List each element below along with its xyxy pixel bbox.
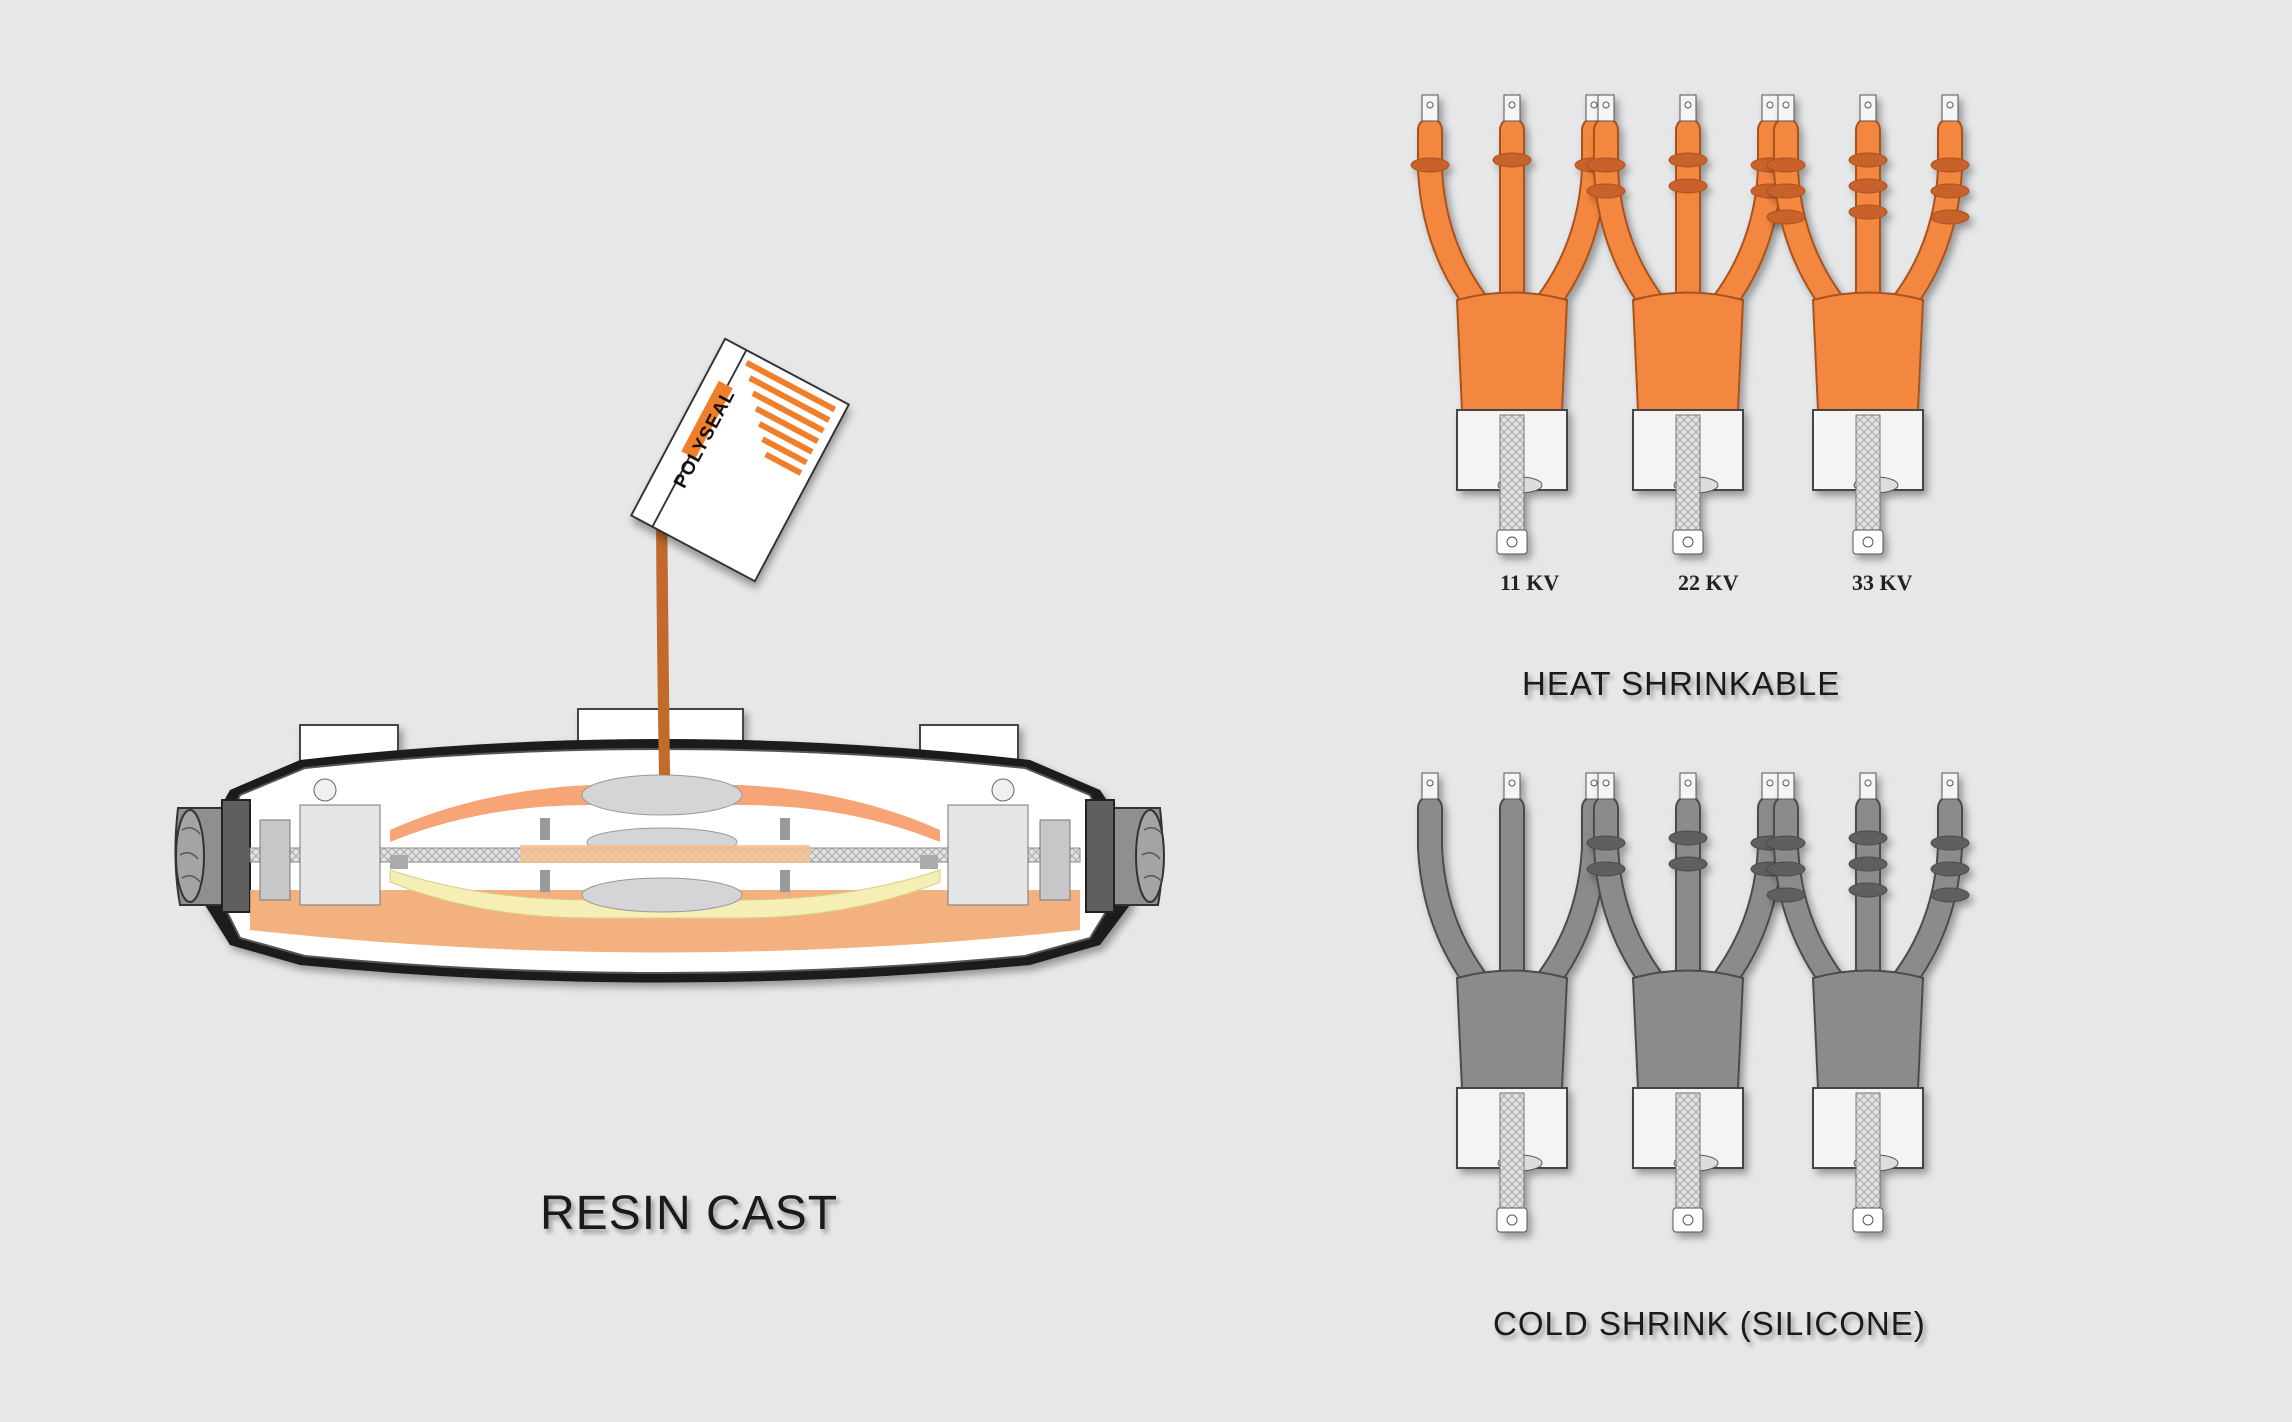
heat-shrink-kit-2-breakout — [1631, 291, 1745, 411]
cable-right — [1085, 799, 1165, 913]
heat-shrink-kit-2-shed — [1586, 183, 1626, 199]
heat-shrink-kit-3-shed — [1766, 157, 1806, 173]
heat-shrink-kit-3-shed — [1766, 183, 1806, 199]
heat-shrink-kit-3 — [1766, 94, 1970, 555]
heat-shrink-kit-1-shed — [1492, 152, 1532, 168]
clamp-left — [299, 804, 381, 906]
kv-label-22: 22 KV — [1678, 570, 1739, 595]
cold-shrink-kit-3-shed — [1848, 856, 1888, 872]
connector-bottom — [581, 877, 743, 913]
heat-shrink-kit-2-earth-braid — [1675, 414, 1701, 536]
resin-cast-label: RESIN CAST — [540, 1187, 839, 1240]
heat-shrink-kit-2-shed — [1586, 157, 1626, 173]
heat-shrink-kit-3-earth-braid — [1855, 414, 1881, 536]
cold-shrink-kit-3-shed — [1930, 835, 1970, 851]
cold-shrink-kit-3-shed — [1848, 882, 1888, 898]
core-yellow — [389, 869, 941, 919]
resin-stream — [656, 485, 670, 775]
heat-shrink-kit-1-breakout — [1455, 291, 1569, 411]
joint-internals — [249, 774, 1081, 953]
centre-sleeve — [520, 845, 810, 863]
cold-shrink-kit-2-earth-braid — [1675, 1092, 1701, 1214]
cold-shrink-kit-3-shed — [1766, 835, 1806, 851]
cold-shrink-kit-2-shed — [1668, 830, 1708, 846]
cold-shrink-kit-3-shed — [1930, 861, 1970, 877]
screw-left — [313, 778, 337, 802]
heat-shrink-kit-3-shed — [1930, 209, 1970, 225]
heat-shrink-kit-3-shed — [1848, 204, 1888, 220]
cold-shrink-kit-2-shed — [1586, 861, 1626, 877]
kv-label-33: 33 KV — [1852, 570, 1913, 595]
heat-shrink-kit-2-shed — [1668, 152, 1708, 168]
cold-shrink-kit-3-shed — [1766, 861, 1806, 877]
cold-shrink-kit-3 — [1766, 772, 1970, 1233]
heat-shrink-kit-1-shed — [1410, 157, 1450, 173]
core-red — [390, 785, 940, 842]
cold-shrink-kit-3-shed — [1930, 887, 1970, 903]
heat-shrink-kit-2-shed — [1668, 178, 1708, 194]
cold-shrink-kit-1-breakout — [1455, 969, 1569, 1089]
heat-shrink-kit-1-earth-braid — [1499, 414, 1525, 536]
heat-shrinkable-label: HEAT SHRINKABLE — [1522, 665, 1841, 702]
cold-shrink-kit-3-earth-braid — [1855, 1092, 1881, 1214]
cold-shrink-kit-2-breakout — [1631, 969, 1745, 1089]
resin-fill — [250, 890, 1080, 953]
cold-shrink-kit-3-shed — [1848, 830, 1888, 846]
cold-shrink-kit-1-earth-braid — [1499, 1092, 1525, 1214]
cold-shrink-kit-3-shed — [1766, 887, 1806, 903]
cold-shrink-kit-2-shed — [1668, 856, 1708, 872]
heat-shrink-kit-3-shed — [1930, 183, 1970, 199]
heat-shrink-kit-3-shed — [1930, 157, 1970, 173]
resin-pack — [629, 337, 851, 583]
kv-label-11: 11 KV — [1500, 570, 1560, 595]
cold-shrink-kit-2 — [1586, 772, 1790, 1233]
clamp-right — [947, 804, 1029, 906]
heat-shrink-kit-1 — [1410, 94, 1614, 555]
cold-shrink-kit-3-breakout — [1811, 969, 1925, 1089]
connector-top — [581, 774, 743, 816]
heat-shrink-kit-3-shed — [1848, 178, 1888, 194]
heat-shrink-kit-3-shed — [1848, 152, 1888, 168]
screw-right — [991, 778, 1015, 802]
cold-shrink-kit-1 — [1417, 772, 1607, 1233]
cold-shrink-label: COLD SHRINK (SILICONE) — [1493, 1305, 1926, 1342]
heat-shrink-kit-3-shed — [1766, 209, 1806, 225]
cable-left — [174, 799, 251, 913]
heat-shrink-kit-3-breakout — [1811, 291, 1925, 411]
cold-shrink-kit-2-shed — [1586, 835, 1626, 851]
heat-shrink-kit-2 — [1586, 94, 1790, 555]
